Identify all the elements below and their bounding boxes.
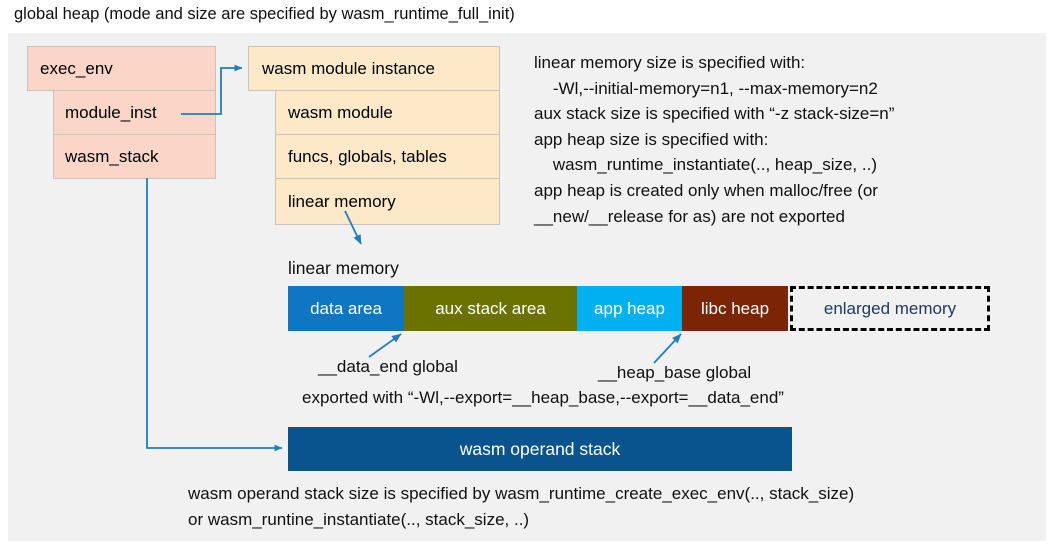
linear-memory-label: linear memory xyxy=(288,258,399,278)
module-instance-row-funcs-globals-tables: funcs, globals, tables xyxy=(275,134,500,179)
annotation-data-end: __data_end global xyxy=(318,357,458,376)
wasm-operand-stack-bar: wasm operand stack xyxy=(288,427,792,471)
exec-env-row-module-inst: module_inst xyxy=(53,90,216,135)
memory-segment-enlarged-memory: enlarged memory xyxy=(790,286,990,331)
annotation-export-note: exported with “-Wl,--export=__heap_base,… xyxy=(302,388,784,407)
linear-memory-notes: linear memory size is specified with: -W… xyxy=(534,53,895,226)
annotation-heap-base: __heap_base global xyxy=(598,363,752,382)
diagram-title: global heap (mode and size are specified… xyxy=(14,5,515,23)
exec-env-box: exec_env module_inst wasm_stack xyxy=(27,46,216,179)
wasm-module-instance-box: wasm module instance wasm module funcs, … xyxy=(248,46,500,225)
exec-env-header: exec_env xyxy=(27,46,216,91)
memory-segment-libc-heap: libc heap xyxy=(682,286,788,331)
module-instance-row-wasm-module: wasm module xyxy=(275,90,500,135)
memory-segment-aux-stack-area: aux stack area xyxy=(404,286,577,331)
memory-segment-data-area: data area xyxy=(288,286,404,331)
module-instance-header: wasm module instance xyxy=(248,46,500,91)
module-instance-row-linear-memory: linear memory xyxy=(275,178,500,225)
memory-segment-app-heap: app heap xyxy=(577,286,682,331)
exec-env-row-wasm-stack: wasm_stack xyxy=(53,134,216,179)
operand-stack-caption: wasm operand stack size is specified by … xyxy=(188,484,855,529)
